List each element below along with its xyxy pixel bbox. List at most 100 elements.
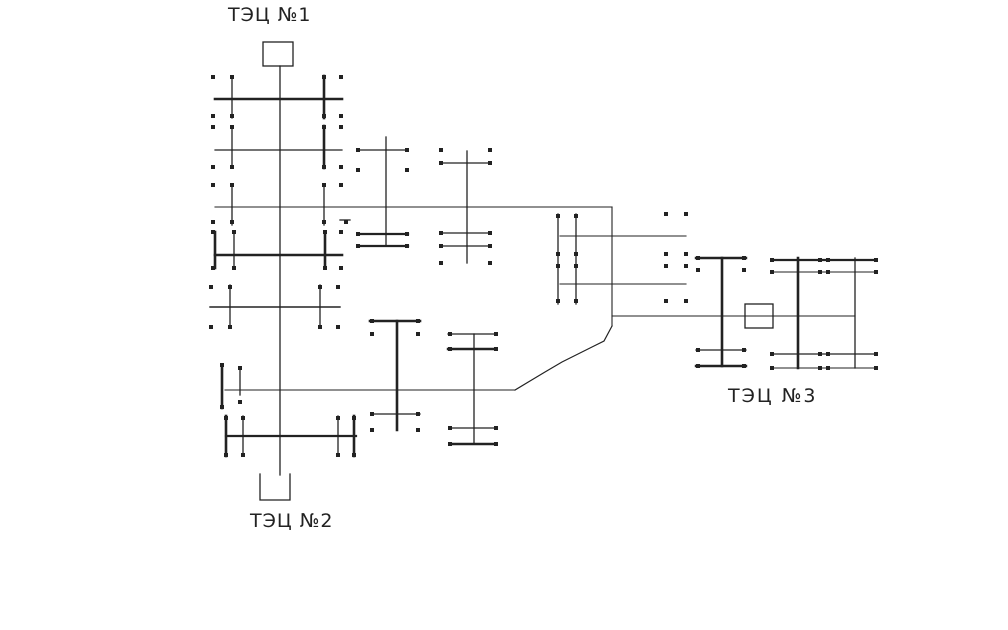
switch-terminal	[230, 125, 234, 129]
switch-terminal	[241, 453, 245, 457]
switch-terminal	[488, 161, 492, 165]
switch-terminal	[874, 352, 878, 356]
switch-terminal	[339, 75, 343, 79]
switch-terminal	[664, 252, 668, 256]
switch-terminal	[439, 148, 443, 152]
switch-terminal	[220, 405, 224, 409]
switch-terminal	[339, 183, 343, 187]
switch-terminal	[220, 363, 224, 367]
switch-terminal	[494, 442, 498, 446]
switch-terminal	[696, 268, 700, 272]
switch-terminal	[684, 212, 688, 216]
switch-terminal	[818, 366, 822, 370]
switch-terminal	[356, 168, 360, 172]
label-tec-1: ТЭЦ №1	[228, 4, 312, 26]
generator-tec-1	[262, 41, 294, 67]
generator-tec-3	[744, 303, 774, 329]
switch-terminal	[323, 230, 327, 234]
switch-terminal	[556, 299, 560, 303]
switch-terminal	[696, 256, 700, 260]
switch-terminal	[238, 400, 242, 404]
switch-terminal	[664, 299, 668, 303]
switch-terminal	[696, 348, 700, 352]
switch-terminal	[416, 319, 420, 323]
switch-terminal	[826, 352, 830, 356]
switch-terminal	[826, 258, 830, 262]
switch-terminal	[448, 442, 452, 446]
switch-terminal	[494, 332, 498, 336]
switch-terminal	[405, 148, 409, 152]
switch-terminal	[556, 214, 560, 218]
switch-terminal	[322, 114, 326, 118]
switch-terminal	[439, 161, 443, 165]
switch-terminal	[556, 252, 560, 256]
switch-terminal	[322, 220, 326, 224]
switch-terminal	[826, 270, 830, 274]
switch-terminal	[684, 299, 688, 303]
switch-terminal	[818, 352, 822, 356]
switch-terminal	[439, 231, 443, 235]
switch-terminal	[770, 258, 774, 262]
switch-terminal	[322, 125, 326, 129]
switch-terminal	[211, 125, 215, 129]
switch-terminal	[232, 230, 236, 234]
switch-terminal	[488, 261, 492, 265]
switch-terminal	[770, 366, 774, 370]
switch-terminal	[230, 183, 234, 187]
generator-tec-2	[259, 473, 291, 501]
switch-terminal	[770, 270, 774, 274]
switch-terminal	[684, 264, 688, 268]
switch-terminal	[318, 285, 322, 289]
switch-terminal	[370, 332, 374, 336]
switch-terminal	[318, 325, 322, 329]
switch-terminal	[742, 256, 746, 260]
switch-terminal	[488, 244, 492, 248]
switch-terminal	[370, 319, 374, 323]
switch-terminal	[336, 325, 340, 329]
switch-terminal	[488, 231, 492, 235]
switch-terminal	[211, 220, 215, 224]
switch-terminal	[339, 125, 343, 129]
switch-terminal	[356, 244, 360, 248]
switch-terminal	[352, 453, 356, 457]
switch-terminal	[336, 453, 340, 457]
label-tec-2: ТЭЦ №2	[250, 510, 334, 532]
switch-terminal	[826, 366, 830, 370]
switch-terminal	[230, 220, 234, 224]
switch-terminal	[818, 258, 822, 262]
switch-terminal	[405, 232, 409, 236]
switch-terminal	[416, 428, 420, 432]
switch-terminal	[211, 114, 215, 118]
switch-terminal	[448, 347, 452, 351]
switch-terminal	[323, 266, 327, 270]
switch-terminal	[211, 75, 215, 79]
switch-terminal	[574, 214, 578, 218]
switch-terminal	[228, 285, 232, 289]
switch-terminal	[339, 114, 343, 118]
switch-terminal	[356, 148, 360, 152]
switch-terminal	[416, 332, 420, 336]
switch-terminal	[416, 412, 420, 416]
switch-terminal	[211, 266, 215, 270]
switch-terminal	[488, 148, 492, 152]
switch-terminal	[322, 75, 326, 79]
switch-terminal	[448, 332, 452, 336]
switch-terminal	[742, 268, 746, 272]
switch-terminal	[224, 453, 228, 457]
switch-terminal	[336, 416, 340, 420]
switch-terminal	[556, 264, 560, 268]
switch-terminal	[370, 428, 374, 432]
switch-terminal	[209, 325, 213, 329]
switch-terminal	[742, 348, 746, 352]
switch-terminal	[241, 416, 245, 420]
switch-terminal	[209, 285, 213, 289]
switch-terminal	[439, 244, 443, 248]
switch-terminal	[574, 252, 578, 256]
label-tec-3: ТЭЦ №3	[728, 385, 818, 407]
switch-terminal	[230, 75, 234, 79]
switch-terminal	[339, 230, 343, 234]
switch-terminal	[336, 285, 340, 289]
switch-terminal	[664, 264, 668, 268]
switch-terminal	[339, 165, 343, 169]
